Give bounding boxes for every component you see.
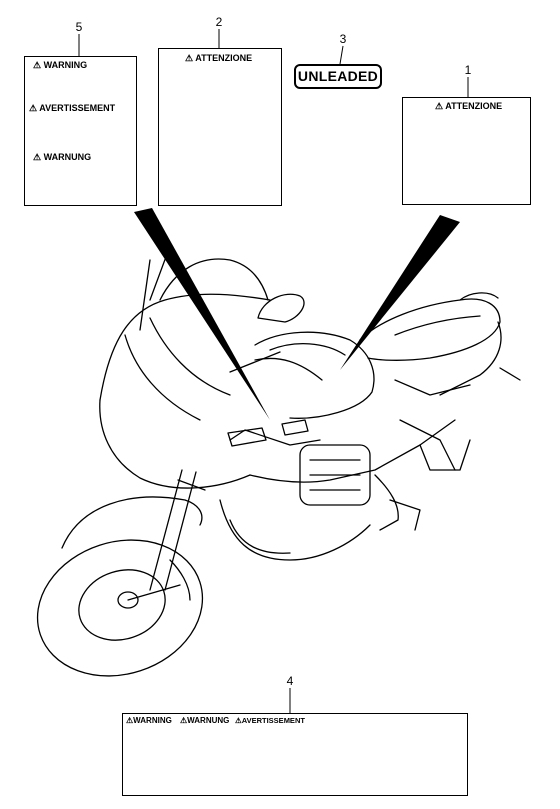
warning-triangle-icon: ⚠: [435, 101, 444, 111]
warning-triangle-icon: ⚠: [185, 53, 194, 63]
label-1-attenzione: ⚠ ATTENZIONE: [402, 97, 531, 205]
callout-3: 3: [339, 32, 347, 46]
label-2-attenzione: ⚠ ATTENZIONE: [158, 48, 282, 206]
callout-1: 1: [464, 63, 472, 77]
label4-header-warning: ⚠WARNING: [126, 716, 172, 725]
leader-lines: [78, 29, 469, 713]
label5-title-warnung: ⚠ WARNUNG: [33, 152, 92, 162]
warning-triangle-icon: ⚠: [33, 152, 42, 162]
label-3-unleaded: UNLEADED: [294, 64, 382, 89]
label-4-multilingual: ⚠WARNING ⚠WARNUNG ⚠AVERTISSEMENT: [122, 713, 468, 796]
label4-header-warnung: ⚠WARNUNG: [180, 716, 230, 725]
warning-triangle-icon: ⚠: [126, 716, 134, 725]
label5-title-avertissement: ⚠ AVERTISSEMENT: [29, 103, 116, 113]
callout-5: 5: [75, 20, 83, 34]
label2-title: ⚠ ATTENZIONE: [185, 53, 253, 63]
label-5-warning: ⚠ WARNING ⚠ AVERTISSEMENT ⚠ WARNUNG: [24, 56, 137, 206]
warning-triangle-icon: ⚠: [180, 716, 188, 725]
warning-triangle-icon: ⚠: [235, 716, 242, 725]
warning-triangle-icon: ⚠: [33, 60, 42, 70]
pointer-to-label5: [134, 208, 270, 420]
label1-title: ⚠ ATTENZIONE: [435, 101, 503, 111]
motorcycle-drawing: [36, 245, 521, 677]
label4-header-avertissement: ⚠AVERTISSEMENT: [235, 716, 305, 725]
warning-triangle-icon: ⚠: [29, 103, 38, 113]
callout-4: 4: [286, 674, 294, 688]
callout-2: 2: [215, 15, 223, 29]
label5-title-warning: ⚠ WARNING: [33, 60, 88, 70]
pointer-to-label1: [340, 215, 460, 370]
